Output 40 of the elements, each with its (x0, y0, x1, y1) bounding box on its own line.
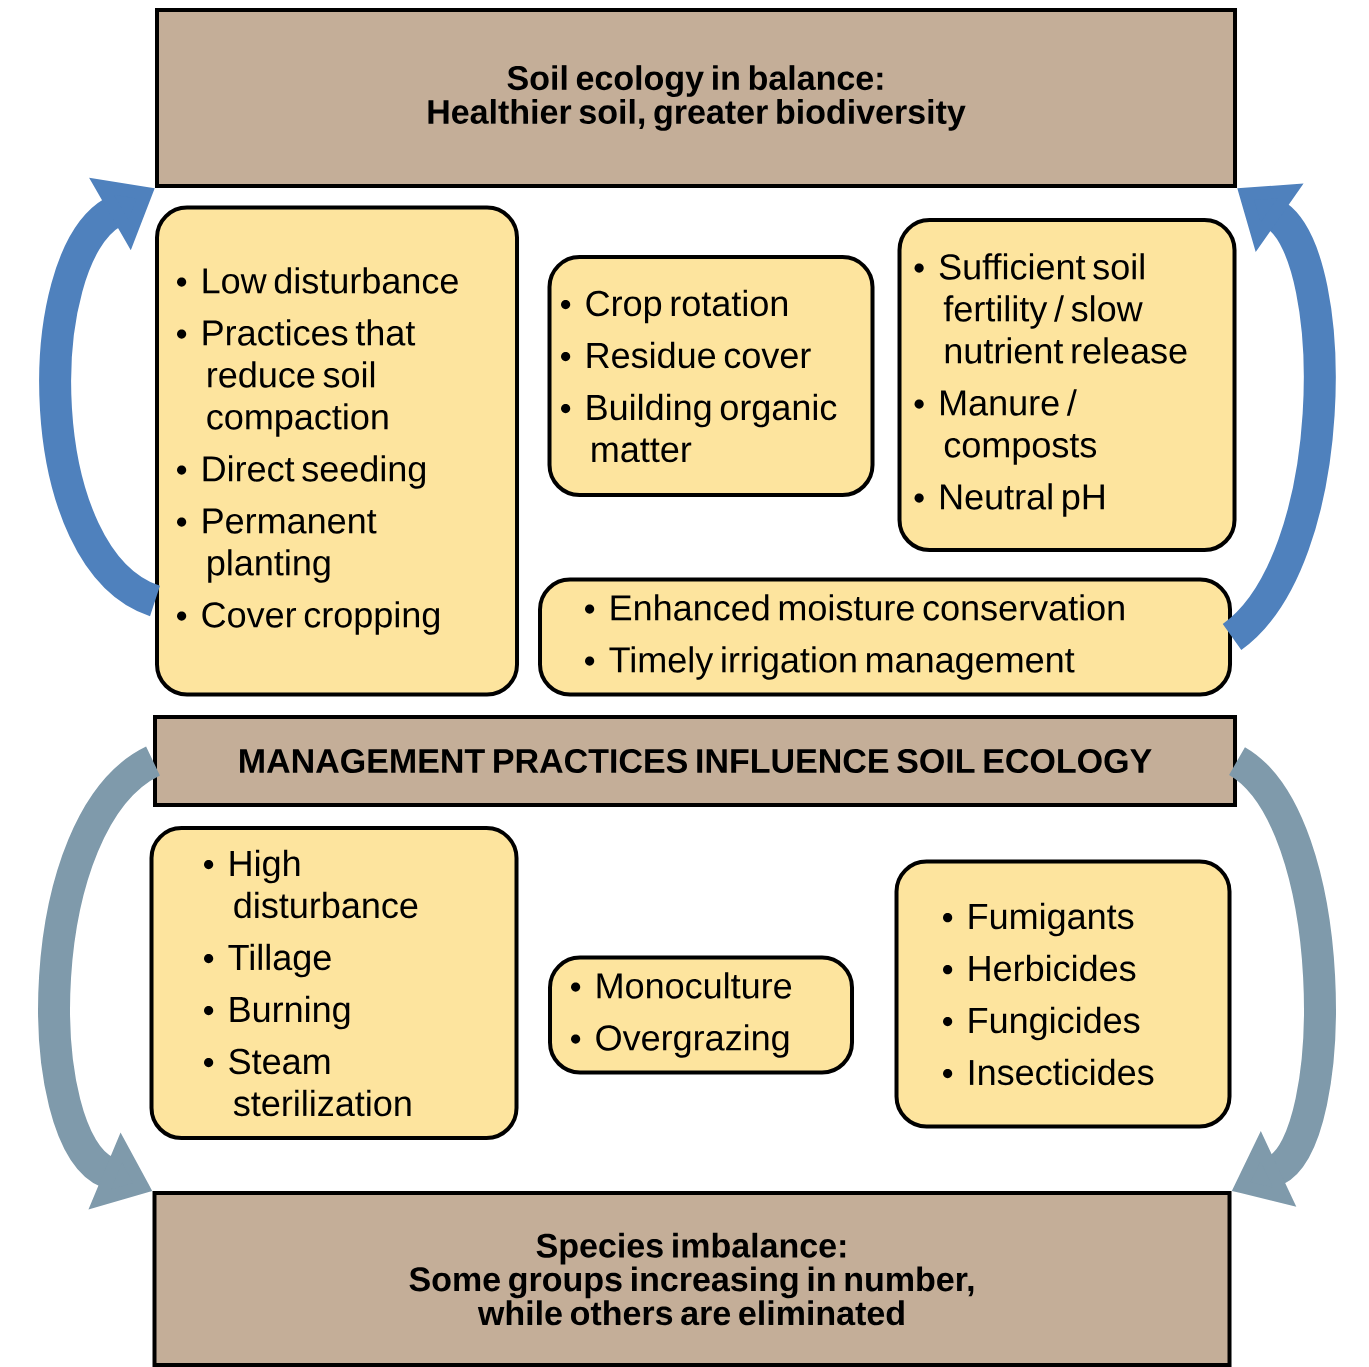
bullet-item: Residue cover (587, 341, 811, 369)
bullet-item: Overgrazing (596, 1024, 789, 1058)
bullet-item: Monoculture (597, 972, 792, 999)
heading-text: Some groups increasing in number, while others are eliminated (409, 1266, 974, 1326)
bullet-item: Tillage (228, 943, 331, 978)
heading-text: Species imbalance: (536, 1232, 846, 1265)
practice-box (894, 859, 1232, 1129)
bullet-item: Cover cropping (202, 601, 439, 635)
bullet-item: Steam sterilization (229, 1048, 411, 1117)
banner-box (153, 715, 1237, 807)
bullet-item: Crop rotation (586, 289, 787, 324)
curved-arrow (39, 177, 163, 616)
bullet-item: Enhanced moisture conservation (611, 594, 1124, 621)
bullet-item: Manure / composts (941, 389, 1097, 465)
curved-arrow (1226, 748, 1336, 1207)
practice-box (155, 205, 519, 697)
banner-box (152, 1191, 1232, 1367)
bullet-item: Direct seeding (203, 455, 425, 489)
banner-box (155, 8, 1237, 188)
practice-box (897, 218, 1237, 552)
bullet-item: Low disturbance (203, 267, 458, 294)
practice-box (547, 255, 875, 497)
bullet-item: Burning (230, 995, 350, 1030)
practice-box (538, 577, 1232, 697)
bullet-item: Fumigants (969, 902, 1134, 937)
bullet-item: Neutral pH (941, 483, 1104, 517)
bullet-item: Fungicides (969, 1006, 1140, 1041)
bullet-item: Sufficient soil fertility / slow nutrient release (939, 253, 1187, 364)
heading-text: Healthier soil, greater biodiversity (428, 99, 966, 131)
heading-text: MANAGEMENT PRACTICES INFLUENCE SOIL ECOLOGY (240, 748, 1152, 774)
bullet-item: Herbicides (969, 954, 1136, 982)
bullet-item: High disturbance (230, 849, 418, 919)
practice-box (149, 826, 519, 1140)
bullet-item: Practices that reduce soil compaction (203, 319, 416, 437)
practice-box (548, 955, 854, 1075)
bullet-item: Timely irrigation management (609, 646, 1075, 680)
bullet-item: Permanent planting (203, 508, 377, 583)
bullet-item: Insecticides (969, 1058, 1154, 1086)
heading-text: Soil ecology in balance: (507, 65, 883, 97)
bullet-item: Building organic matter (587, 393, 837, 463)
